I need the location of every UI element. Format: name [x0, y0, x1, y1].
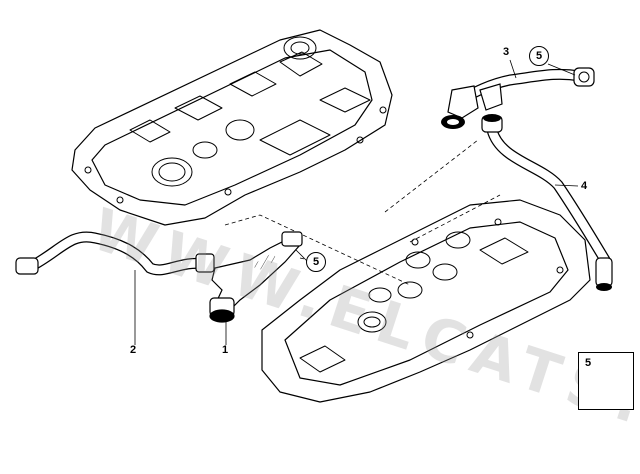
vent-hose-3 — [441, 67, 595, 129]
legend-box: 5 — [578, 352, 634, 410]
cylinder-head-cover-bottom — [261, 199, 591, 403]
callout-part-4: 4 — [581, 180, 588, 192]
vent-valve-1 — [209, 231, 303, 323]
vent-hose-2 — [15, 231, 215, 276]
callout-part-5-middle: 5 — [306, 252, 326, 272]
parts-diagram — [15, 29, 634, 410]
callout-part-3: 3 — [503, 46, 510, 58]
cylinder-head-cover-top — [71, 29, 393, 226]
callout-part-2: 2 — [130, 344, 137, 356]
callout-part-1: 1 — [222, 344, 229, 356]
callout-part-5-top: 5 — [529, 46, 549, 66]
legend-item-number: 5 — [585, 357, 592, 369]
